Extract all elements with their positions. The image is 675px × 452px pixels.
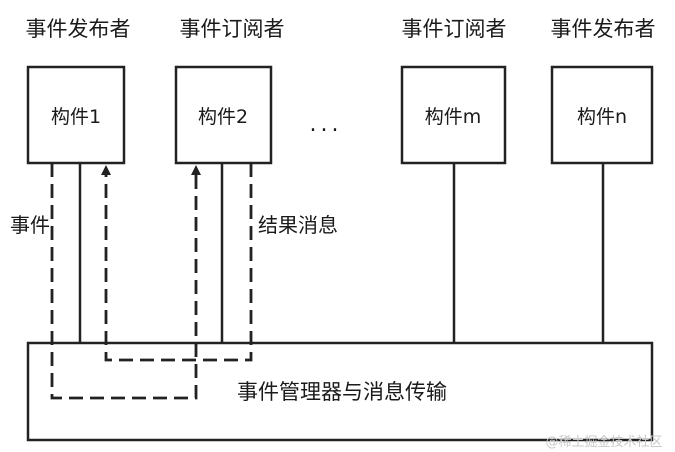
role-label-subscriber-m: 事件订阅者 (402, 17, 507, 41)
component-box-1: 构件1 (26, 65, 126, 165)
component-box-2: 构件2 (174, 65, 273, 165)
component-label-1: 构件1 (51, 106, 101, 128)
event-manager-bus: 事件管理器与消息传输 (26, 341, 654, 442)
component-label-m: 构件m (425, 106, 482, 128)
watermark-logo: @稀土掘金技术社区 (545, 434, 662, 450)
result-message-dashed-path (101, 163, 253, 362)
bus-label: 事件管理器与消息传输 (237, 380, 447, 404)
event-label-bg (8, 210, 48, 238)
role-label-publisher-1: 事件发布者 (26, 17, 131, 41)
event-side-label: 事件 (10, 213, 50, 237)
component-box-m: 构件m (400, 65, 507, 165)
component-box-n: 构件n (550, 65, 654, 165)
role-label-subscriber-2: 事件订阅者 (180, 17, 285, 41)
role-label-publisher-n: 事件发布者 (551, 17, 656, 41)
component-label-n: 构件n (577, 106, 627, 128)
ellipsis: ... (310, 112, 343, 137)
result-message-side-label: 结果消息 (258, 213, 338, 237)
component-label-2: 构件2 (198, 106, 248, 128)
event-flow-dashed-path (50, 163, 201, 400)
